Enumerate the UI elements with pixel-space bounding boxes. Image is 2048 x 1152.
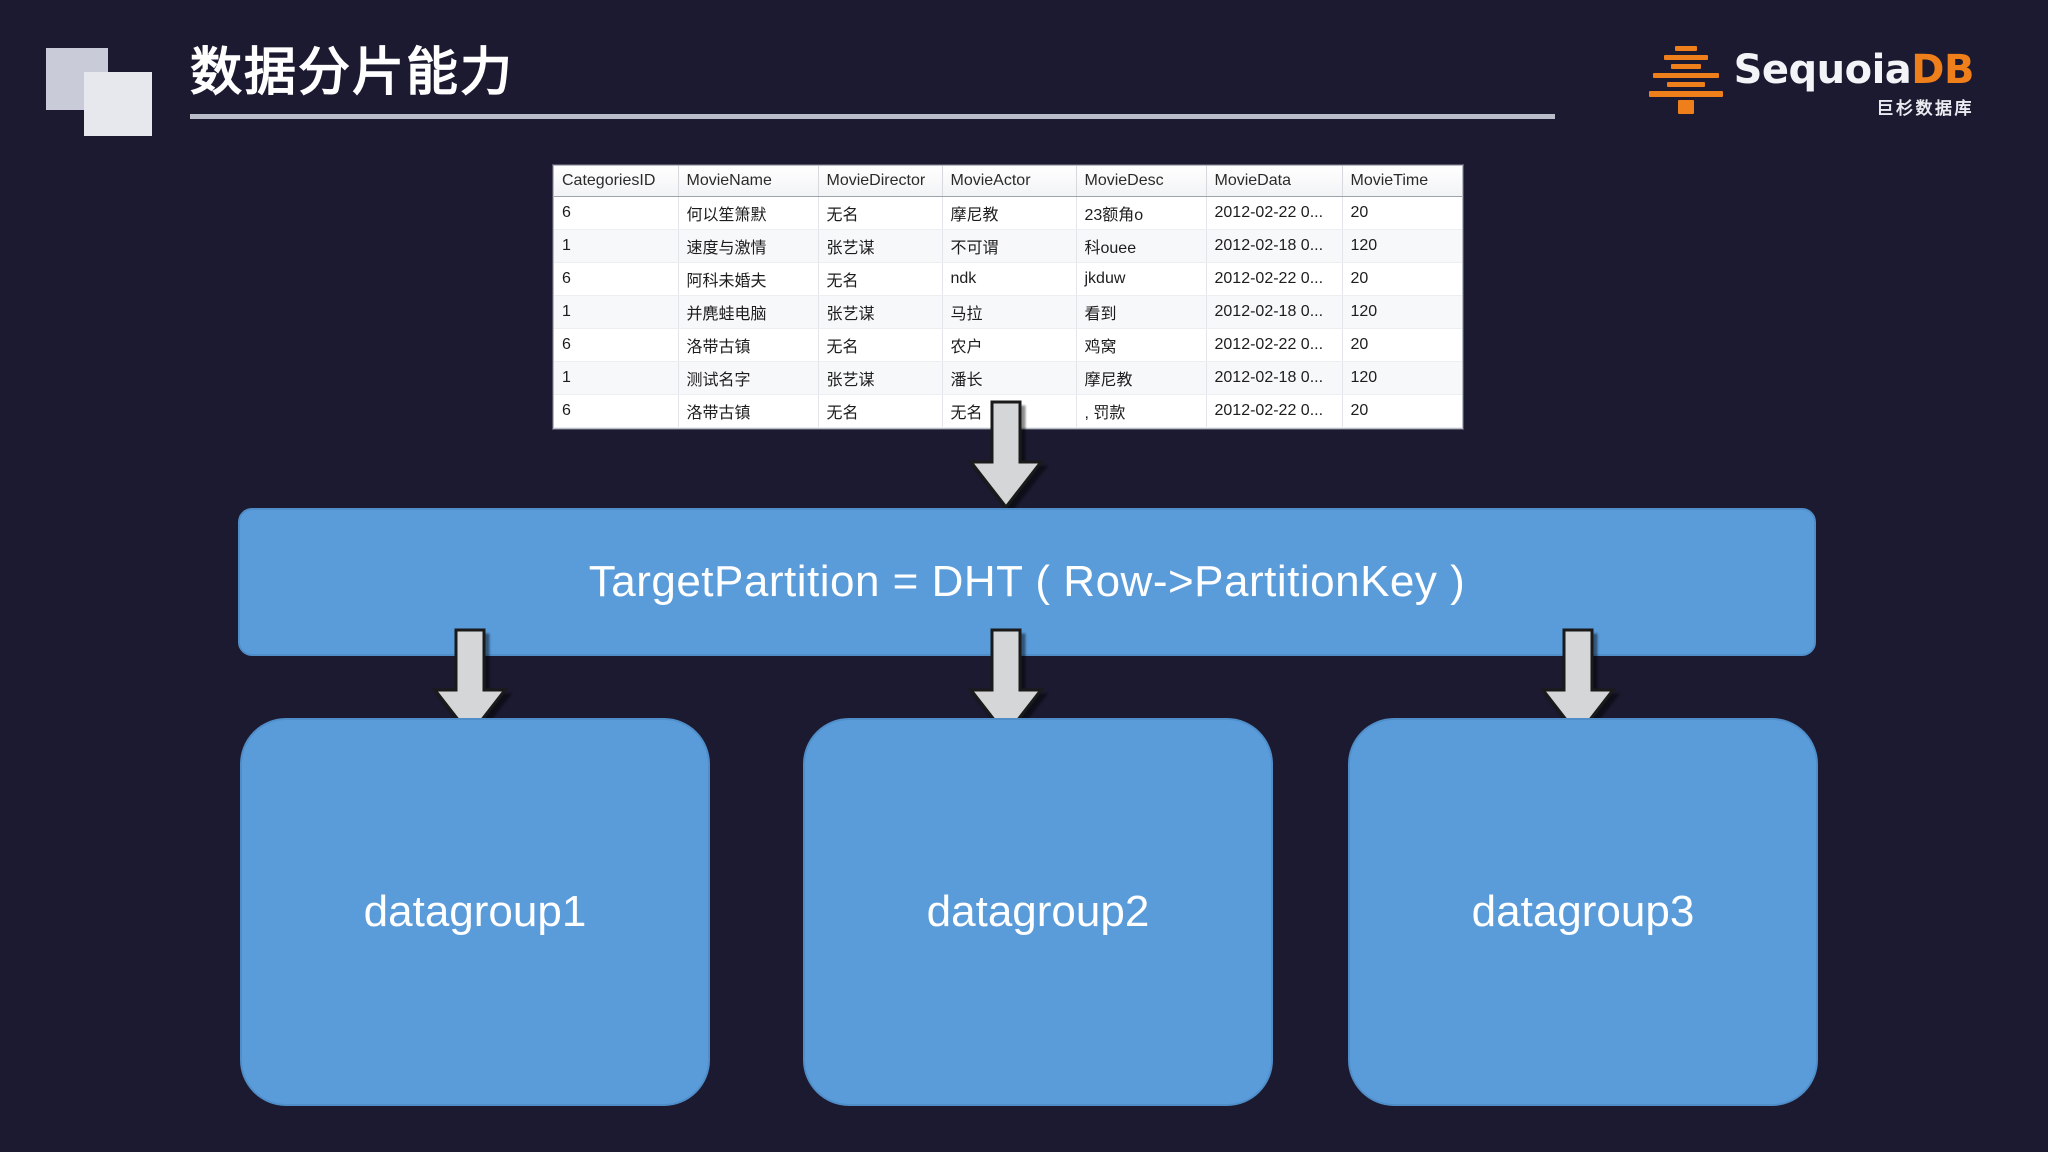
logo-subtitle: 巨杉数据库 — [1876, 99, 1974, 119]
table-col-header: MovieTime — [1342, 166, 1462, 197]
table-cell: 2012-02-18 0... — [1206, 361, 1343, 395]
sequoia-tree-icon — [1648, 42, 1724, 114]
table-cell: 鸡窝 — [1076, 328, 1207, 362]
table-row: 6 阿科未婚夫 无名 ndk jkduw 2012-02-22 0... 20 — [554, 262, 1462, 296]
header-decoration — [46, 48, 156, 136]
table-cell: 阿科未婚夫 — [678, 262, 819, 296]
table-cell: 20 — [1342, 262, 1462, 296]
datagroup-box-1: datagroup1 — [240, 718, 710, 1106]
table-col-header: MovieActor — [942, 166, 1077, 197]
table-cell: 120 — [1342, 229, 1462, 263]
table-col-header: CategoriesID — [554, 166, 679, 197]
table: CategoriesID MovieName MovieDirector Mov… — [554, 166, 1462, 428]
down-arrow-icon — [968, 400, 1044, 510]
formula-text: TargetPartition = DHT ( Row->PartitionKe… — [588, 557, 1466, 606]
table-cell: 无名 — [818, 328, 943, 362]
table-cell: 2012-02-22 0... — [1206, 196, 1343, 230]
table-cell: 2012-02-22 0... — [1206, 394, 1343, 428]
table-row: 6 洛带古镇 无名 无名 , 罚款 2012-02-22 0... 20 — [554, 394, 1462, 428]
datagroup-label: datagroup1 — [363, 887, 587, 936]
table-cell: 6 — [554, 196, 679, 230]
table-cell: 摩尼教 — [1076, 361, 1207, 395]
table-row: 6 洛带古镇 无名 农户 鸡窝 2012-02-22 0... 20 — [554, 328, 1462, 362]
table-cell: 无名 — [818, 262, 943, 296]
title-block: 数据分片能力 — [190, 38, 1590, 119]
table-cell: 2012-02-22 0... — [1206, 328, 1343, 362]
table-cell: 6 — [554, 328, 679, 362]
table-cell: 20 — [1342, 196, 1462, 230]
logo-wordmark: SequoiaDB — [1733, 47, 1975, 93]
table-cell: 张艺谋 — [818, 295, 943, 329]
table-cell: 张艺谋 — [818, 229, 943, 263]
table-cell: 1 — [554, 295, 679, 329]
formula-box: TargetPartition = DHT ( Row->PartitionKe… — [238, 508, 1816, 656]
table-cell: 并麂蛙电脑 — [678, 295, 819, 329]
table-cell: 摩尼教 — [942, 196, 1077, 230]
table-cell: 张艺谋 — [818, 361, 943, 395]
table-cell: 无名 — [818, 196, 943, 230]
table-cell: 6 — [554, 262, 679, 296]
table-cell: jkduw — [1076, 262, 1207, 296]
table-col-header: MovieName — [678, 166, 819, 197]
logo-word-accent: DB — [1911, 47, 1974, 93]
table-cell: ndk — [942, 262, 1077, 296]
down-arrow-icon — [968, 628, 1044, 738]
datagroup-label: datagroup3 — [1471, 887, 1695, 936]
table-cell: 20 — [1342, 328, 1462, 362]
table-row: 1 并麂蛙电脑 张艺谋 马拉 看到 2012-02-18 0... 120 — [554, 295, 1462, 329]
table-cell: 洛带古镇 — [678, 328, 819, 362]
table-cell: 测试名字 — [678, 361, 819, 395]
table-cell: 马拉 — [942, 295, 1077, 329]
title-underline — [190, 114, 1555, 119]
table-cell: 科ouee — [1076, 229, 1207, 263]
logo-text: SequoiaDB 巨杉数据库 — [1733, 42, 1975, 119]
table-col-header: MovieData — [1206, 166, 1343, 197]
datagroup-box-2: datagroup2 — [803, 718, 1273, 1106]
table-cell: 2012-02-18 0... — [1206, 295, 1343, 329]
table-cell: 20 — [1342, 394, 1462, 428]
table-header-row: CategoriesID MovieName MovieDirector Mov… — [554, 166, 1462, 197]
table-cell: 看到 — [1076, 295, 1207, 329]
table-row: 6 何以笙箫默 无名 摩尼教 23额角o 2012-02-22 0... 20 — [554, 196, 1462, 230]
table-cell: 2012-02-18 0... — [1206, 229, 1343, 263]
table-cell: , 罚款 — [1076, 394, 1207, 428]
table-cell: 120 — [1342, 361, 1462, 395]
table-cell: 6 — [554, 394, 679, 428]
down-arrow-icon — [432, 628, 508, 738]
table-row: 1 速度与激情 张艺谋 不可谓 科ouee 2012-02-18 0... 12… — [554, 229, 1462, 263]
datagroup-label: datagroup2 — [926, 887, 1150, 936]
down-arrow-icon — [1540, 628, 1616, 738]
table-col-header: MovieDirector — [818, 166, 943, 197]
table-cell: 2012-02-22 0... — [1206, 262, 1343, 296]
table-cell: 洛带古镇 — [678, 394, 819, 428]
table-cell: 农户 — [942, 328, 1077, 362]
table-cell: 1 — [554, 361, 679, 395]
table-cell: 潘长 — [942, 361, 1077, 395]
page-title: 数据分片能力 — [190, 43, 515, 103]
datagroup-box-3: datagroup3 — [1348, 718, 1818, 1106]
table-cell: 23额角o — [1076, 196, 1207, 230]
table-row: 1 测试名字 张艺谋 潘长 摩尼教 2012-02-18 0... 120 — [554, 361, 1462, 395]
table-body: 6 何以笙箫默 无名 摩尼教 23额角o 2012-02-22 0... 20 … — [554, 196, 1462, 428]
deco-square-front — [84, 72, 152, 136]
table-cell: 无名 — [818, 394, 943, 428]
table-cell: 速度与激情 — [678, 229, 819, 263]
table-cell: 何以笙箫默 — [678, 196, 819, 230]
logo-word-primary: Sequoia — [1733, 47, 1912, 93]
table-cell: 不可谓 — [942, 229, 1077, 263]
table-cell: 120 — [1342, 295, 1462, 329]
table-cell: 1 — [554, 229, 679, 263]
source-data-table: CategoriesID MovieName MovieDirector Mov… — [553, 165, 1463, 429]
table-col-header: MovieDesc — [1076, 166, 1207, 197]
brand-logo: SequoiaDB 巨杉数据库 — [1648, 42, 1974, 130]
